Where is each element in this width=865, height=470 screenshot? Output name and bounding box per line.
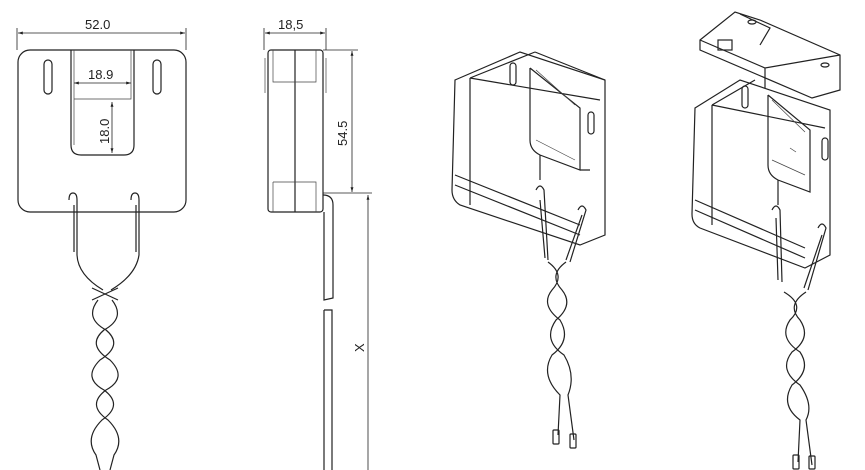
dim-window-height: 18.0 xyxy=(97,119,112,144)
iso-cap xyxy=(699,11,841,99)
front-window xyxy=(70,50,135,156)
isometric-closed-view xyxy=(451,51,606,449)
front-leads xyxy=(68,192,140,291)
iso-body xyxy=(451,51,606,246)
mount-slot-right xyxy=(152,59,162,95)
side-view: 18,5 54.5 X xyxy=(263,17,372,470)
front-view: 52.0 18.9 18.0 xyxy=(16,17,187,470)
dim-side-height: 54.5 xyxy=(335,121,350,146)
iso-leads xyxy=(535,185,587,263)
dim-window-width: 18.9 xyxy=(88,67,113,82)
mount-slot-left xyxy=(43,59,53,95)
dim-side-depth: 18,5 xyxy=(278,17,303,32)
dim-front-width: 52.0 xyxy=(85,17,110,32)
iso-twisted-pair xyxy=(546,261,575,441)
front-twisted-pair xyxy=(90,287,120,470)
isometric-open-view xyxy=(691,11,841,470)
dim-lead-length: X xyxy=(352,343,367,352)
iso-open-twisted-pair xyxy=(783,291,813,466)
front-body xyxy=(17,49,187,213)
iso-base xyxy=(691,79,831,269)
side-lead xyxy=(322,194,334,470)
iso-open-leads xyxy=(771,205,827,291)
